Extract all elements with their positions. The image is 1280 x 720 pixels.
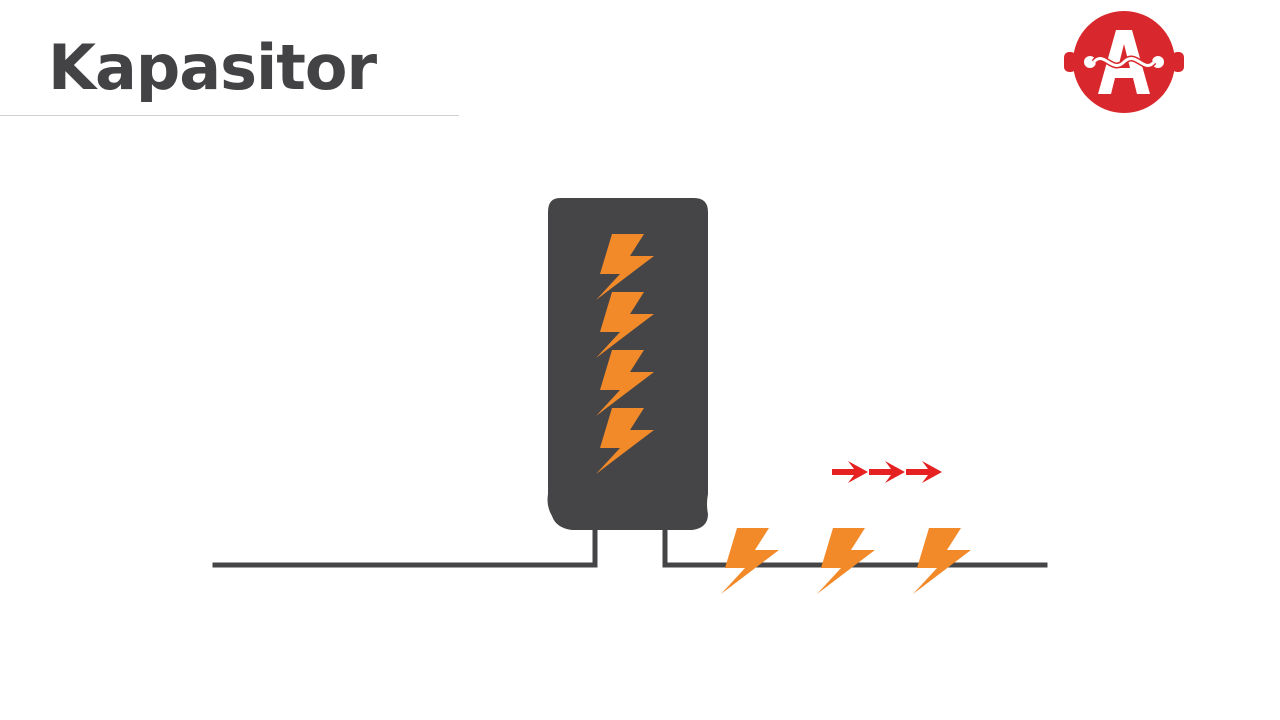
current-arrows: [832, 461, 942, 483]
flowing-charge-bolt-icon: [913, 528, 971, 594]
title-underline: [0, 115, 459, 116]
page-title: Kapasitor: [48, 31, 377, 104]
current-arrow-icon: [906, 461, 942, 483]
current-arrow-icon: [869, 461, 905, 483]
logo-swirl-inner: [1092, 57, 1156, 67]
logo-letter-a: [1098, 30, 1150, 94]
flowing-charges: [721, 528, 971, 594]
current-arrow-icon: [832, 461, 868, 483]
flowing-charge-bolt-icon: [721, 528, 779, 594]
brand-logo-icon: [1064, 11, 1184, 113]
logo-right-tab: [1172, 52, 1184, 72]
flowing-charge-bolt-icon: [817, 528, 875, 594]
left-wire: [212, 527, 598, 568]
logo-left-tab: [1064, 52, 1076, 72]
